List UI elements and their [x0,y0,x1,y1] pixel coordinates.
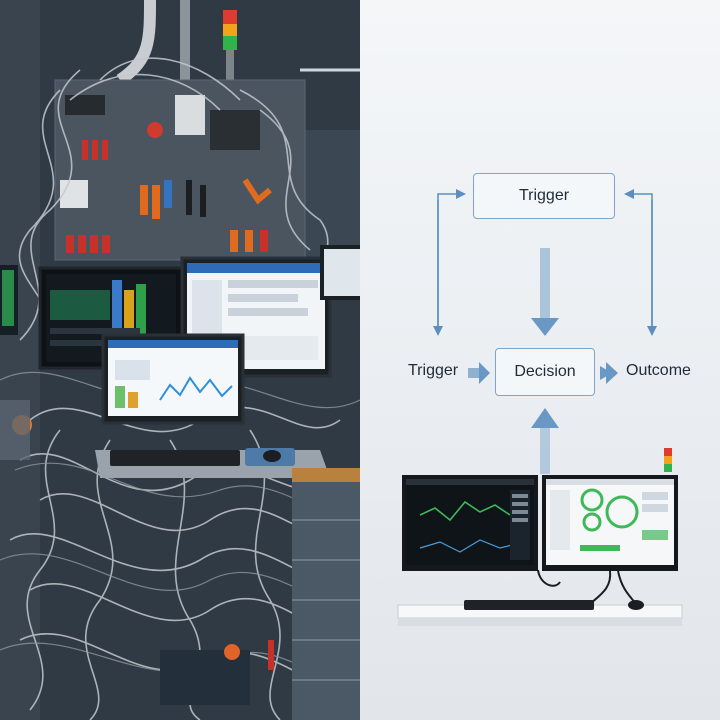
e-stop-button-visual [224,644,240,660]
trigger-node-label: Trigger [518,187,570,204]
arrow-monitors-to-decision [531,408,559,474]
cluttered-workstation-drawing [0,0,360,720]
diagram-arrows [433,189,657,474]
cabinet-drawers [292,519,360,681]
decision-node-label: Decision [514,363,576,380]
outcome-label: Outcome [626,362,691,379]
monitor-chart-app [101,333,245,425]
clean-workstation-drawing [397,448,683,626]
clean-mouse [628,600,644,610]
tools-on-pegboard [60,95,272,253]
arrow-trigger-to-decision [531,248,559,336]
clean-stack-light [664,448,672,472]
clean-keyboard [464,600,594,610]
cluttered-workstation-illustration [0,0,360,720]
mouse-cluttered [263,450,281,462]
arrow-decision-to-outcome [600,362,618,384]
clean-monitor-right [542,475,678,571]
clean-cable-b [589,570,612,605]
decision-node: Decision [495,348,595,396]
clean-shelf-edge [398,618,682,626]
clean-flow-diagram-panel: Trigger Decision Trigger Outcome [360,0,720,720]
support-pipe [180,0,190,90]
keyboard-cluttered [110,450,240,466]
clean-cable-c [617,570,637,605]
wooden-top [292,468,360,482]
side-monitor [0,245,360,335]
arrow-input-to-decision [468,362,490,384]
clean-monitor-left [402,475,538,571]
trigger-node: Trigger [473,173,615,219]
clean-cable-a [537,569,561,587]
stack-light [223,10,237,80]
trigger-input-label: Trigger [408,362,459,379]
left-machine [0,400,30,460]
duct-pipe [116,0,156,85]
red-handle [268,640,274,670]
left-column [0,0,40,720]
